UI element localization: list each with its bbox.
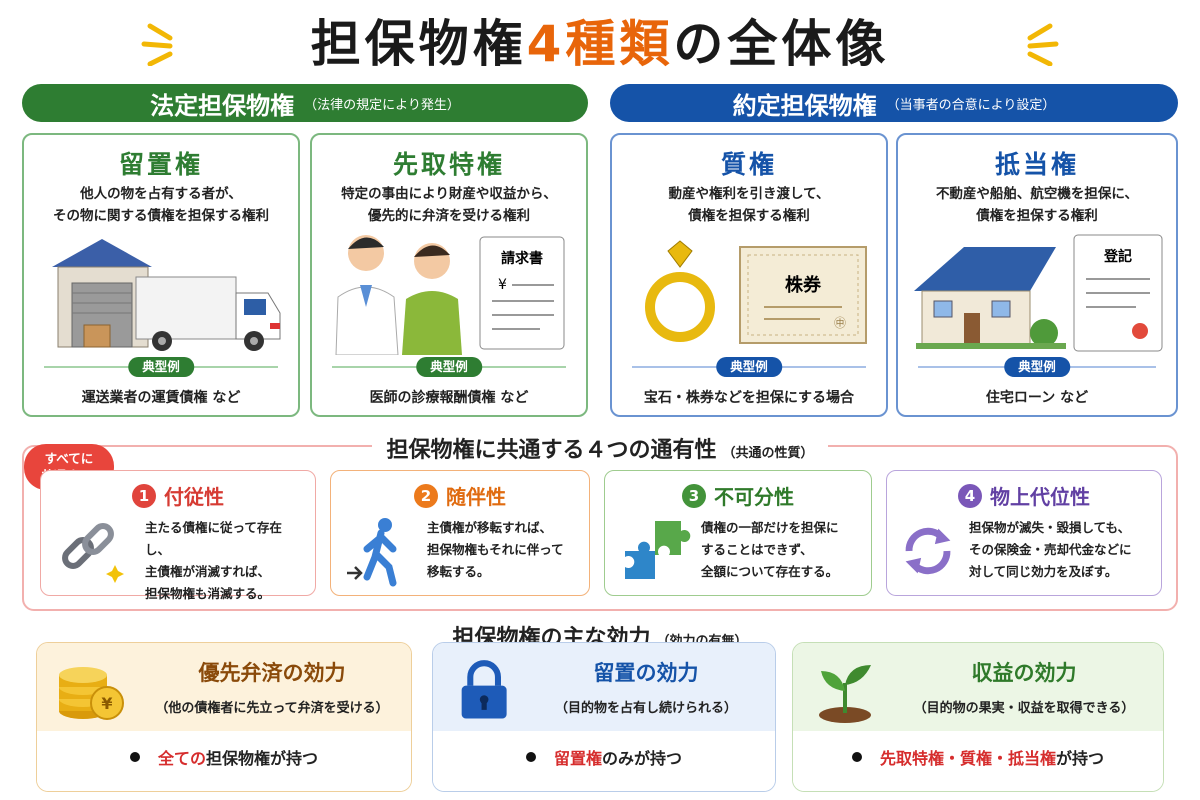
type-description: 他人の物を占有する者が、その物に関する債権を担保する権利	[53, 186, 269, 224]
svg-text:㊥: ㊥	[834, 316, 846, 330]
property-name: 不可分性	[714, 485, 794, 509]
effect-card-priority: ¥ 優先弁済の効力 （他の債権者に先立って弁済を受ける） 全ての担保物権が持つ	[36, 642, 412, 792]
property-name: 付従性	[164, 485, 224, 509]
effect-card-income: 収益の効力 （目的物の果実・収益を取得できる） 先取特権・質権・抵当権が持つ	[792, 642, 1164, 792]
padlock-icon	[461, 660, 507, 719]
type-card-preferential: 先取特権 特定の事由により財産や収益から、優先的に弁済を受ける権利 請求書 ¥ …	[310, 133, 588, 417]
page-title-text: 担保物権4種類の全体像	[310, 15, 890, 73]
type-card-pledge: 質権 動産や権利を引き渡して、債権を担保する権利 株券 ㊥ 典型例 宝石・株券な…	[610, 133, 888, 417]
effect-holder: 全ての担保物権が持つ	[37, 745, 411, 769]
property-card-accessory: 1 付従性 主たる債権に従って存在し、主債権が消滅すれば、担保物権も消滅する。	[40, 470, 316, 601]
warehouse-truck-icon	[52, 239, 281, 351]
sprout-icon	[819, 665, 871, 723]
category-contract: 約定担保物権 （当事者の合意により設定）	[610, 84, 1178, 122]
example-label: 典型例	[416, 357, 482, 377]
type-example: 運送業者の運賃債権 など	[81, 390, 241, 406]
property-number: 3	[682, 483, 706, 508]
effect-name: 留置の効力	[593, 661, 699, 685]
coin-stack-icon: ¥	[59, 667, 124, 720]
type-card-mortgage: 抵当権 不動産や船舶、航空機を担保に、債権を担保する権利 登記 典型例 住宅ロー…	[896, 133, 1178, 417]
type-example: 宝石・株券などを担保にする場合	[643, 390, 855, 406]
property-card-indivisible: 3 不可分性 債権の一部だけを担保にすることはできず、全額について存在する。	[604, 470, 872, 596]
property-description: 主たる債権に従って存在し、主債権が消滅すれば、担保物権も消滅する。	[145, 520, 282, 601]
effect-card-retention: 留置の効力 （目的物を占有し続けられる） 留置権のみが持つ	[432, 642, 776, 792]
type-name: 抵当権	[994, 150, 1079, 179]
svg-text:登記: 登記	[1103, 248, 1132, 265]
property-number: 1	[132, 483, 156, 508]
type-name: 留置権	[118, 150, 203, 179]
property-number: 2	[414, 483, 438, 508]
example-label: 典型例	[716, 357, 782, 377]
type-name: 質権	[720, 150, 777, 179]
effect-name: 収益の効力	[971, 661, 1077, 685]
svg-text:¥: ¥	[101, 694, 112, 713]
page-title: 担保物権4種類の全体像	[0, 6, 1200, 74]
spark-right-icon	[1027, 23, 1059, 66]
cycle-arrows-icon	[905, 527, 951, 575]
svg-text:請求書: 請求書	[501, 250, 543, 267]
property-name: 随伴性	[446, 485, 506, 509]
type-card-lien: 留置権 他人の物を占有する者が、その物に関する債権を担保する権利 典型例 運送業…	[22, 133, 300, 417]
type-description: 動産や権利を引き渡して、債権を担保する権利	[668, 186, 830, 224]
category-legal: 法定担保物権 （法律の規定により発生）	[22, 84, 588, 122]
property-description: 担保物が滅失・毀損しても、その保険金・売却代金などに対して同じ効力を及ぼす。	[969, 520, 1132, 579]
example-label: 典型例	[128, 357, 194, 377]
effect-holder: 先取特権・質権・抵当権が持つ	[793, 745, 1163, 769]
property-number: 4	[958, 483, 982, 508]
effect-sub: （目的物を占有し続けられる）	[554, 701, 737, 716]
effect-sub: （他の債権者に先立って弁済を受ける）	[155, 701, 389, 716]
property-description: 債権の一部だけを担保にすることはできず、全額について存在する。	[701, 520, 839, 579]
doctor-patient-icon: 請求書 ¥	[335, 235, 565, 355]
common-properties-heading: 担保物権に共通する４つの通有性（共通の性質）	[0, 432, 1200, 464]
type-name: 先取特権	[392, 150, 505, 179]
house-registry-icon: 登記	[914, 234, 1163, 352]
title-highlight: 4種類	[526, 15, 674, 73]
type-example: 医師の診療報酬債権 など	[369, 390, 529, 406]
effect-holder: 留置権のみが持つ	[433, 745, 775, 769]
spark-left-icon	[141, 23, 173, 66]
type-description: 特定の事由により財産や収益から、優先的に弁済を受ける権利	[341, 186, 557, 224]
svg-text:株券: 株券	[785, 274, 822, 296]
puzzle-piece-icon	[625, 521, 691, 579]
property-card-accompanying: 2 随伴性 主債権が移転すれば、担保物権もそれに伴って移転する。	[330, 470, 590, 596]
property-name: 物上代位性	[990, 485, 1090, 509]
type-example: 住宅ローン など	[985, 390, 1089, 406]
example-label: 典型例	[1004, 357, 1070, 377]
type-description: 不動産や船舶、航空機を担保に、債権を担保する権利	[935, 186, 1139, 224]
chain-link-icon	[62, 523, 124, 583]
effect-name: 優先弁済の効力	[198, 661, 346, 685]
effect-sub: （目的物の果実・収益を取得できる）	[913, 701, 1135, 716]
walking-person-icon	[347, 518, 397, 587]
ring-certificate-icon: 株券 ㊥	[645, 240, 867, 344]
svg-text:¥: ¥	[498, 277, 507, 293]
property-description: 主債権が移転すれば、担保物権もそれに伴って移転する。	[427, 520, 564, 579]
property-card-subrogation: 4 物上代位性 担保物が滅失・毀損しても、その保険金・売却代金などに対して同じ効力…	[886, 470, 1162, 596]
